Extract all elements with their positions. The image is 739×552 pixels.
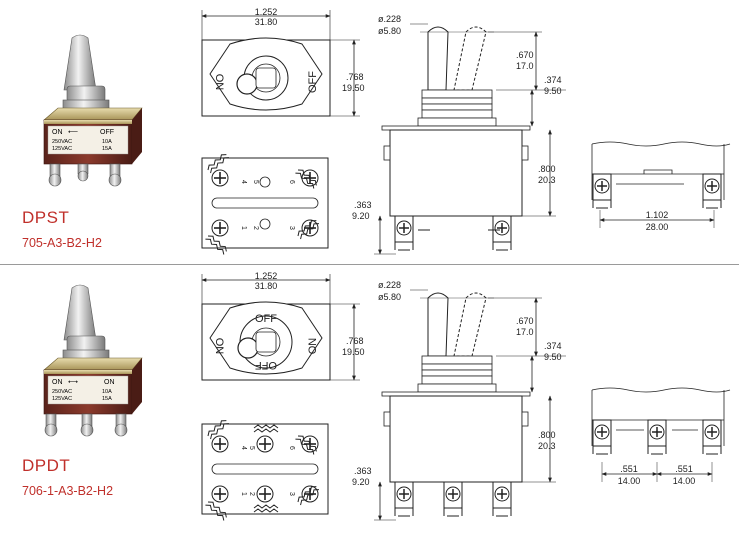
- terminal-4-label: 4: [240, 180, 247, 184]
- model-code: 706-1-A3-B2-H2: [22, 484, 114, 498]
- photo-rating-voltage-1: 250VAC: [52, 139, 72, 145]
- plate-right-label: OFF: [307, 71, 319, 93]
- height-inch-label: .768: [346, 336, 364, 346]
- lever-dia-mm-label: ø5.80: [378, 26, 401, 36]
- top-view-drawing: 1.252 31.80 ON OFF .768 19.50: [201, 7, 365, 117]
- side-view-drawing: ø.228 ø5.80 .670 17.0 .374 9.50 .800 20.…: [352, 280, 566, 521]
- terminal-4-label: 4: [240, 446, 247, 450]
- lever-dia-inch-label: ø.228: [378, 14, 401, 24]
- photo-on-label: ON: [52, 129, 63, 136]
- width-mm-label: 31.80: [255, 17, 278, 27]
- photo-rating-current-1: 10A: [102, 389, 112, 395]
- bushing-inch-label: .374: [544, 75, 562, 85]
- terminal-1-label: 1: [240, 492, 247, 496]
- lever-dia-mm-label: ø5.80: [378, 292, 401, 302]
- lever-length-inch-label: .670: [516, 50, 534, 60]
- plate-top-label: OFF: [255, 313, 277, 325]
- plate-left-label: ON: [213, 338, 225, 355]
- photo-on-label-right: ON: [104, 379, 115, 386]
- span-mm-label: 28.00: [646, 222, 669, 232]
- lever-length-mm-label: 17.0: [516, 327, 534, 337]
- photo-rating-current-1: 10A: [102, 139, 112, 145]
- span-left-inch-label: .551: [620, 464, 638, 474]
- plate-right-label: ON: [307, 338, 319, 355]
- terminal-view-drawing: 4 5 6 1 2 3: [201, 417, 329, 521]
- height-mm-label: 19.50: [342, 347, 365, 357]
- side-view-drawing: ø.228 ø5.80 .670 17.0 .374 9.50 .800 20.…: [352, 14, 566, 255]
- switch-photo: ON ⟷ ON 250VAC 10A 125VAC 15A: [43, 284, 143, 437]
- terminal-height-inch-label: .363: [354, 200, 372, 210]
- span-right-mm-label: 14.00: [673, 476, 696, 486]
- section-divider: [0, 264, 739, 265]
- product-panel-dpst: ON ⟵ OFF 250VAC 10A 125VAC 15A DPST 705-…: [0, 0, 739, 264]
- arrow-icon: ⟷: [68, 379, 78, 386]
- height-inch-label: .768: [346, 72, 364, 82]
- photo-off-label: OFF: [100, 129, 114, 136]
- terminal-2-label: 2: [248, 492, 255, 496]
- photo-rating-voltage-2: 125VAC: [52, 396, 72, 402]
- model-code: 705-A3-B2-H2: [22, 236, 102, 250]
- lever-dia-inch-label: ø.228: [378, 280, 401, 290]
- terminal-height-mm-label: 9.20: [352, 477, 370, 487]
- terminal-5-label: 5: [252, 180, 259, 184]
- terminal-6-label: 6: [288, 180, 295, 184]
- terminal-5-label: 5: [248, 446, 255, 450]
- model-name: DPDT: [22, 456, 71, 475]
- terminal-height-inch-label: .363: [354, 466, 372, 476]
- bushing-inch-label: .374: [544, 341, 562, 351]
- lever-length-mm-label: 17.0: [516, 61, 534, 71]
- lever-length-inch-label: .670: [516, 316, 534, 326]
- photo-rating-voltage-1: 250VAC: [52, 389, 72, 395]
- arrow-icon: ⟵: [68, 129, 78, 136]
- bushing-mm-label: 9.50: [544, 86, 562, 96]
- terminal-6-label: 6: [288, 446, 295, 450]
- photo-rating-current-2: 15A: [102, 146, 112, 152]
- span-inch-label: 1.102: [646, 210, 669, 220]
- end-view-drawing: .551 14.00 .551 14.00: [591, 387, 731, 486]
- body-mm-label: 20.3: [538, 441, 556, 451]
- photo-rating-current-2: 15A: [102, 396, 112, 402]
- plate-bottom-label: OFF: [255, 359, 277, 371]
- span-right-inch-label: .551: [675, 464, 693, 474]
- span-left-mm-label: 14.00: [618, 476, 641, 486]
- end-view-drawing: 1.102 28.00: [591, 141, 731, 232]
- plate-left-label: ON: [213, 74, 225, 91]
- photo-rating-voltage-2: 125VAC: [52, 146, 72, 152]
- terminal-3-label: 3: [288, 226, 295, 230]
- top-view-drawing: 1.252 31.80 OFF OFF ON ON .768 19.50: [201, 271, 365, 381]
- photo-on-label: ON: [52, 379, 63, 386]
- height-mm-label: 19.50: [342, 83, 365, 93]
- width-mm-label: 31.80: [255, 281, 278, 291]
- terminal-2-label: 2: [252, 226, 259, 230]
- width-inch-label: 1.252: [255, 271, 278, 281]
- product-panel-dpdt: ON ⟷ ON 250VAC 10A 125VAC 15A DPDT 706-1…: [0, 266, 739, 552]
- terminal-1-label: 1: [240, 226, 247, 230]
- bushing-mm-label: 9.50: [544, 352, 562, 362]
- terminal-view-drawing: 4 5 6 1 2 3: [201, 151, 329, 255]
- terminal-3-label: 3: [288, 492, 295, 496]
- switch-photo: ON ⟵ OFF 250VAC 10A 125VAC 15A: [43, 34, 143, 187]
- width-inch-label: 1.252: [255, 7, 278, 17]
- body-mm-label: 20.3: [538, 175, 556, 185]
- body-inch-label: .800: [538, 430, 556, 440]
- model-name: DPST: [22, 208, 70, 227]
- body-inch-label: .800: [538, 164, 556, 174]
- terminal-height-mm-label: 9.20: [352, 211, 370, 221]
